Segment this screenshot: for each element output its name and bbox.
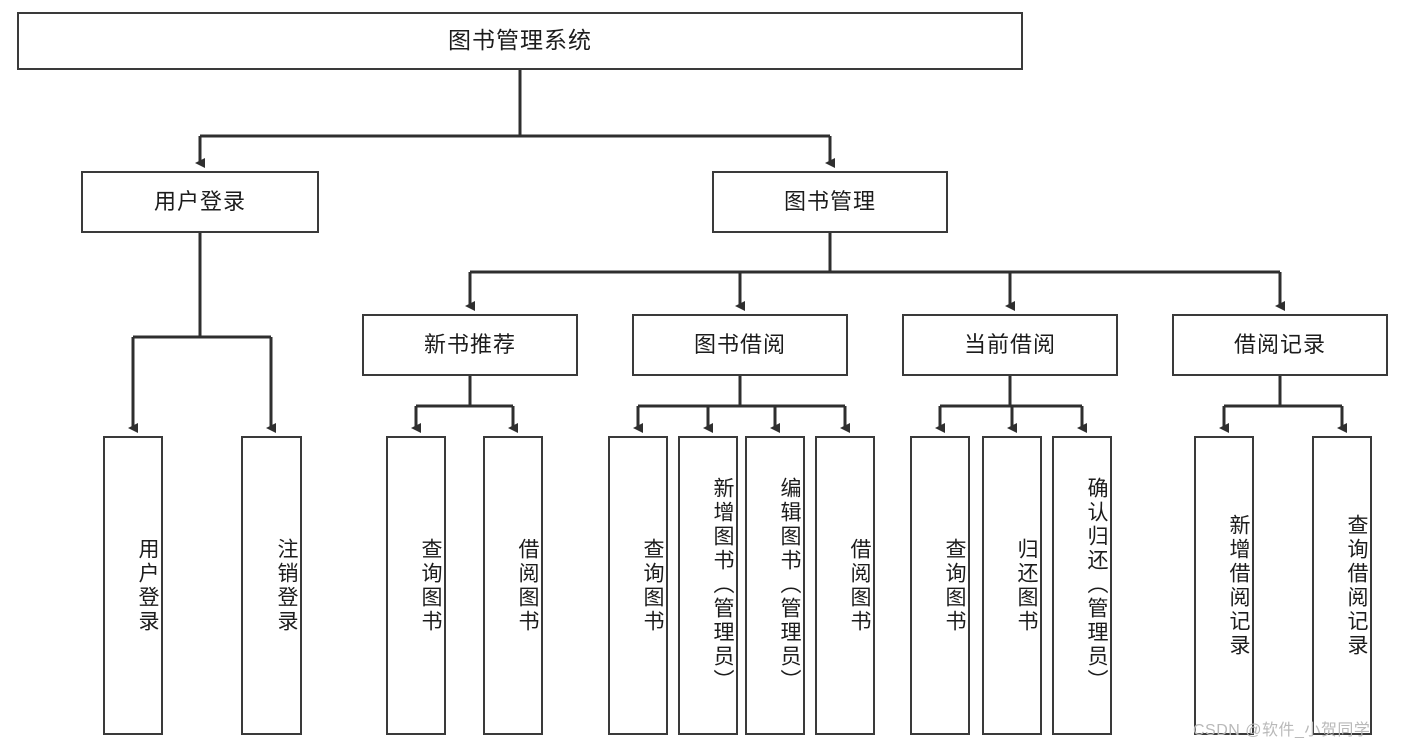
leaf-confirm-return-admin[interactable]: 确认归还（管理员） <box>1052 436 1112 735</box>
node-current-borrow[interactable]: 当前借阅 <box>902 314 1118 376</box>
leaf-edit-book-admin[interactable]: 编辑图书（管理员） <box>745 436 805 735</box>
leaf-query-book-current[interactable]: 查询图书 <box>910 436 970 735</box>
leaf-return-book[interactable]: 归还图书 <box>982 436 1042 735</box>
node-book-borrow[interactable]: 图书借阅 <box>632 314 848 376</box>
node-book-management-system[interactable]: 图书管理系统 <box>17 12 1023 70</box>
leaf-user-login[interactable]: 用户登录 <box>103 436 163 735</box>
leaf-add-borrow-record[interactable]: 新增借阅记录 <box>1194 436 1254 735</box>
node-book-management[interactable]: 图书管理 <box>712 171 948 233</box>
leaf-query-borrow-record[interactable]: 查询借阅记录 <box>1312 436 1372 735</box>
node-new-book-recommend[interactable]: 新书推荐 <box>362 314 578 376</box>
leaf-query-book-recommend[interactable]: 查询图书 <box>386 436 446 735</box>
leaf-borrow-book-borrow[interactable]: 借阅图书 <box>815 436 875 735</box>
csdn-watermark: CSDN @软件_小贺同学 <box>1193 722 1371 739</box>
node-borrow-record[interactable]: 借阅记录 <box>1172 314 1388 376</box>
leaf-logout-login[interactable]: 注销登录 <box>241 436 302 735</box>
leaf-add-book-admin[interactable]: 新增图书（管理员） <box>678 436 738 735</box>
node-user-login[interactable]: 用户登录 <box>81 171 319 233</box>
leaf-query-book-borrow[interactable]: 查询图书 <box>608 436 668 735</box>
leaf-borrow-book-recommend[interactable]: 借阅图书 <box>483 436 543 735</box>
